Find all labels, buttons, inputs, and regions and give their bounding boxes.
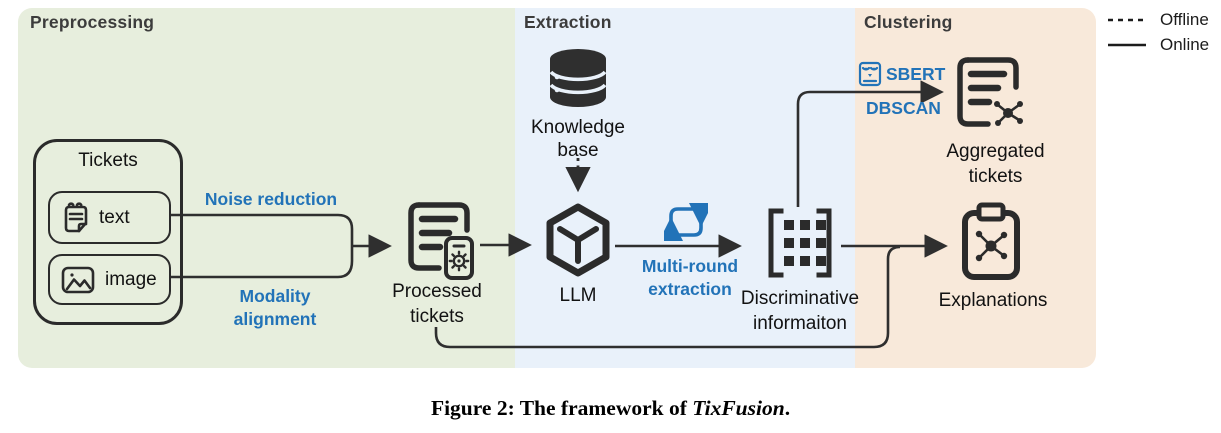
text-ticket-label: text: [99, 206, 130, 228]
solid-line-icon: [1108, 43, 1146, 47]
modality-alignment-label: Modality alignment: [233, 286, 317, 329]
figure-caption: Figure 2: The framework of TixFusion.: [0, 396, 1221, 421]
legend-offline-row: Offline: [1106, 10, 1209, 30]
image-ticket-box: image: [48, 254, 171, 305]
aggregated-tickets-label: Aggregated tickets: [946, 141, 1045, 187]
notepad-icon: [64, 201, 88, 232]
legend-online-row: Online: [1106, 35, 1209, 55]
tickets-group-title: Tickets: [78, 150, 138, 171]
explanations-clipboard-icon: [962, 202, 1020, 280]
knowledge-base-label: Knowledge base: [530, 117, 626, 161]
legend-offline-label: Offline: [1160, 10, 1209, 29]
preprocessing-region: [18, 8, 515, 368]
loop-icon: [664, 203, 708, 241]
llm-hexagon-icon: [546, 203, 610, 277]
database-icon: [549, 49, 607, 107]
processed-tickets-icon: [408, 202, 474, 280]
aggregated-tickets-icon: [957, 57, 1023, 127]
tickets-group: Tickets text: [33, 139, 183, 325]
image-icon: [61, 266, 95, 293]
caption-prefix: Figure 2: The framework of: [430, 396, 693, 420]
discriminative-information-label: Discriminative informaiton: [740, 288, 860, 334]
caption-title: TixFusion: [692, 396, 785, 420]
dashed-line-icon: [1108, 18, 1146, 22]
extraction-title: Extraction: [524, 12, 612, 32]
matrix-icon: [768, 208, 832, 278]
processed-tickets-label: Processed tickets: [392, 281, 482, 327]
text-ticket-box: text: [48, 191, 171, 244]
caption-suffix: .: [784, 396, 791, 420]
dbscan-label: DBSCAN: [866, 98, 941, 118]
image-ticket-label: image: [105, 268, 157, 290]
legend: Offline Online: [1106, 10, 1209, 55]
sbert-label: SBERT: [886, 64, 946, 84]
sbert-logo-icon: [858, 61, 882, 87]
clustering-title: Clustering: [864, 12, 953, 32]
llm-label: LLM: [559, 285, 597, 306]
explanations-label: Explanations: [938, 290, 1048, 311]
preprocessing-title: Preprocessing: [30, 12, 155, 32]
legend-online-label: Online: [1160, 35, 1210, 54]
noise-reduction-label: Noise reduction: [204, 189, 338, 209]
multi-round-extraction-label: Multi-round extraction: [641, 256, 739, 299]
